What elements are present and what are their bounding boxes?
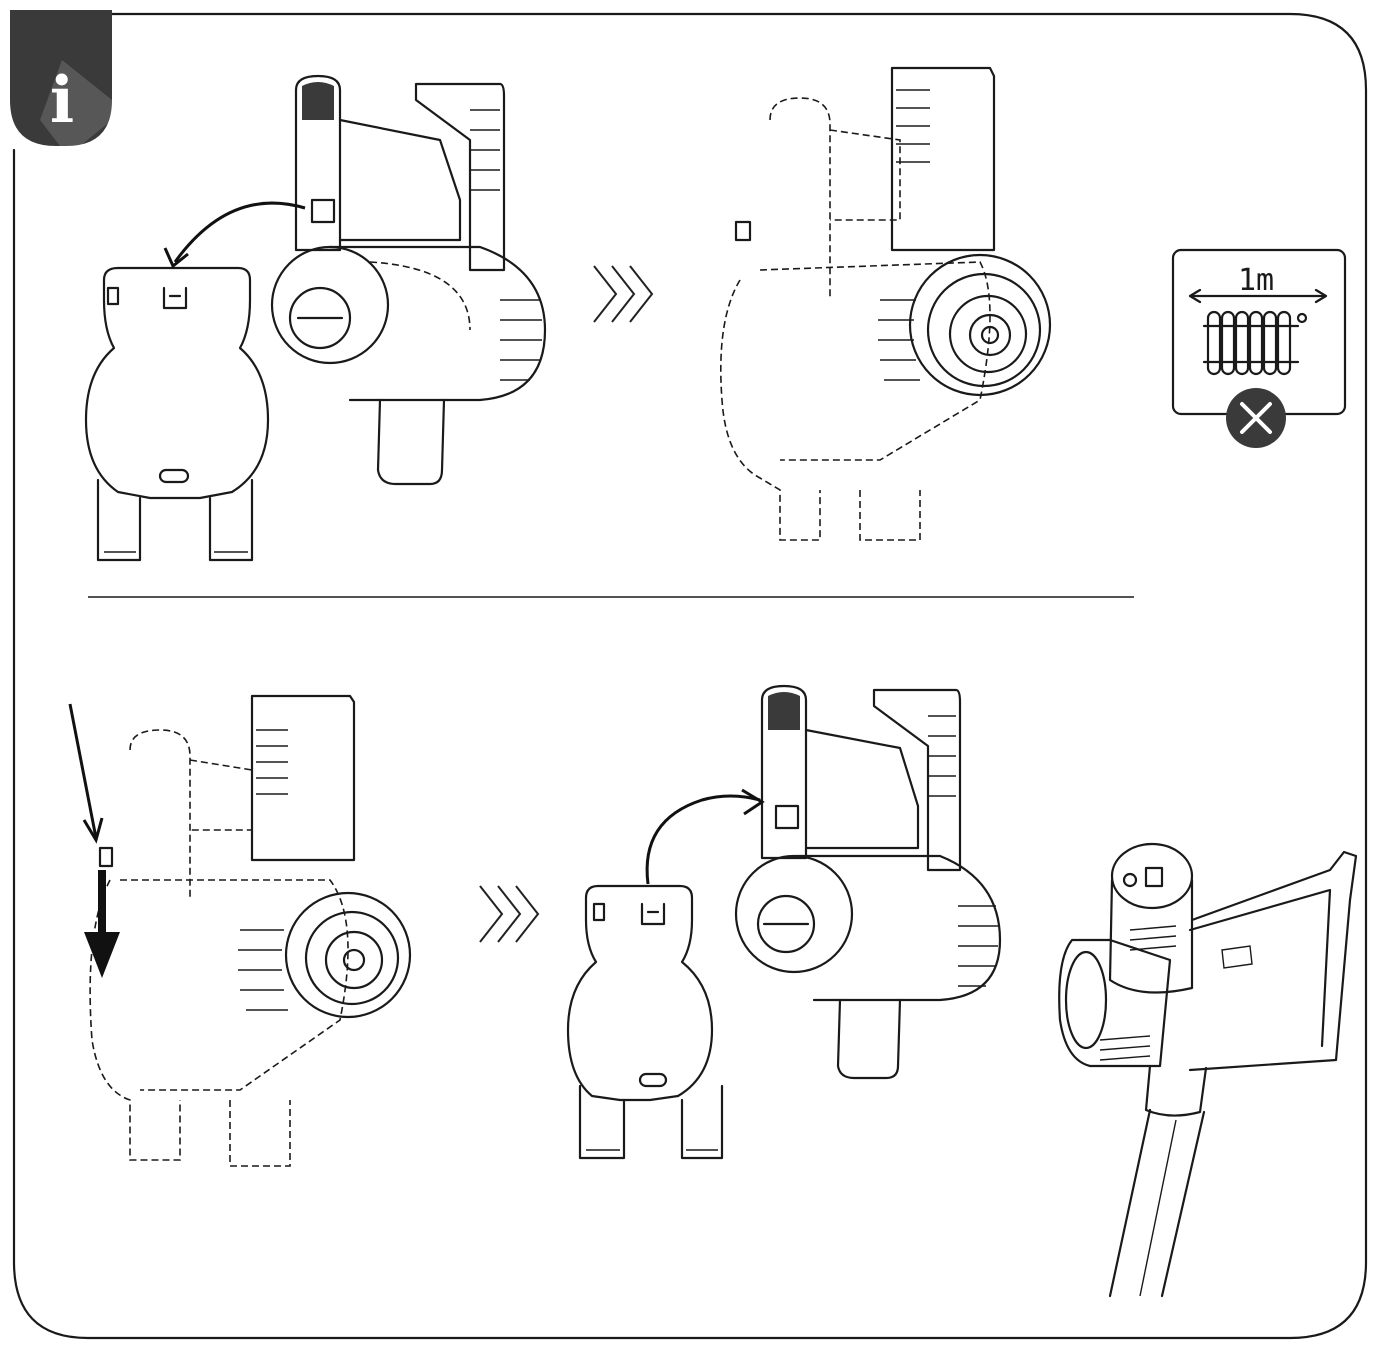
panel-step-1 <box>84 74 547 562</box>
pointer-arrow <box>68 703 98 839</box>
vacuum-main-unit-2 <box>734 684 1002 1080</box>
vacuum-main-unit <box>270 74 547 486</box>
panel-step-5 <box>1058 842 1358 1298</box>
attach-arrow <box>173 201 306 263</box>
panel-step-2 <box>720 66 1052 541</box>
wall-mount-bracket-2 <box>566 884 724 1160</box>
step-chevron-2 <box>479 885 540 943</box>
info-badge: i <box>10 10 112 146</box>
diagram-frame <box>12 12 1368 1340</box>
step-chevron-1 <box>593 265 654 323</box>
detach-arrow <box>645 794 761 885</box>
info-glyph: i <box>50 63 74 138</box>
heat-warning: 1m <box>1171 248 1347 448</box>
distance-label: 1m <box>1238 263 1274 298</box>
wall-mount-bracket <box>84 266 270 562</box>
panel-step-3 <box>68 694 412 1167</box>
panel-step-4 <box>566 684 1002 1160</box>
cross-circle-icon <box>1226 388 1286 448</box>
radiator-icon <box>1202 310 1308 376</box>
info-icon <box>10 10 112 146</box>
